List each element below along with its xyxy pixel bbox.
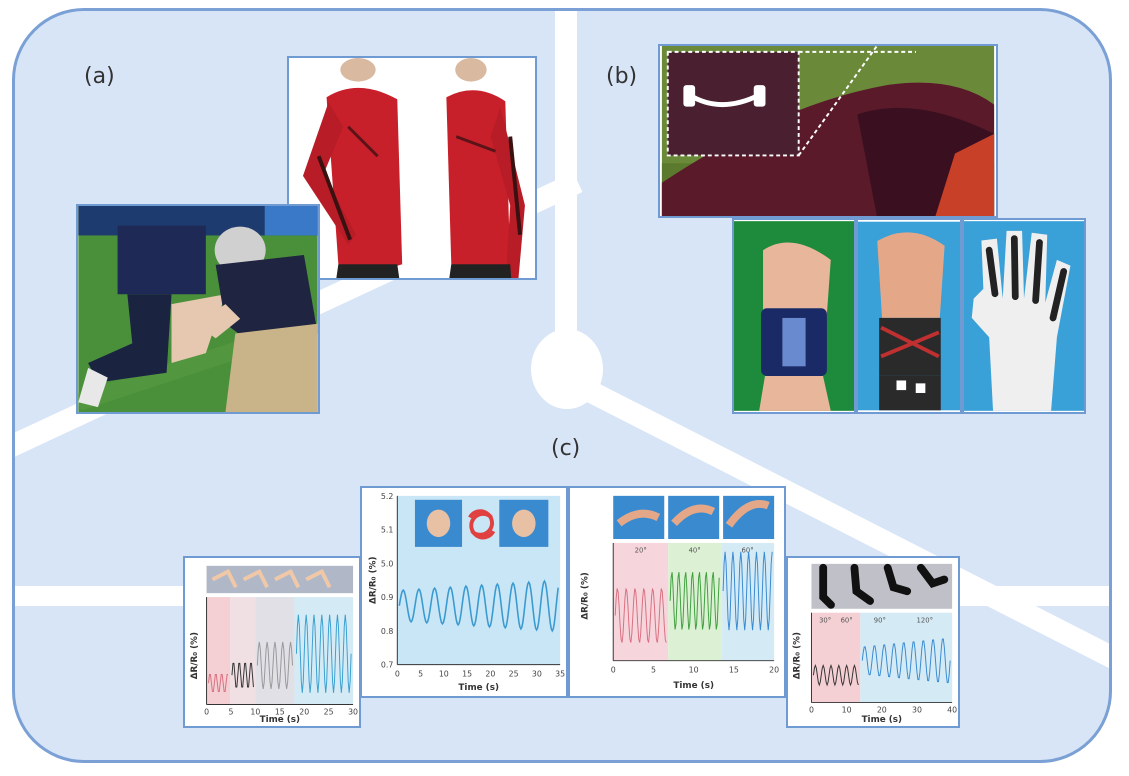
wrist-xtick: 15 xyxy=(729,665,739,674)
label-c: (c) xyxy=(551,436,581,461)
neck-xtick: 5 xyxy=(418,669,423,678)
finger-xtick: 10 xyxy=(842,705,852,714)
finger-angle-2: 60° xyxy=(841,616,853,624)
finger-angle-3: 90° xyxy=(874,616,886,624)
neck-xlabel: Time (s) xyxy=(458,683,499,693)
elbow-xtick: 15 xyxy=(275,707,285,716)
neck-ytick: 0.7 xyxy=(381,661,393,670)
elbow-xtick: 0 xyxy=(204,707,209,716)
wrist-angle-1: 20° xyxy=(635,547,647,555)
elbow-xtick: 30 xyxy=(348,707,358,716)
neck-ytick: 0.8 xyxy=(381,627,393,636)
plot-neck-rotation: 0.7 0.8 0.9 5.0 5.1 5.2 0 5 10 15 20 25 30 35 ΔR/R₀ … xyxy=(360,486,568,698)
neck-xtick: 30 xyxy=(532,669,542,678)
elbow-xtick: 5 xyxy=(228,707,233,716)
neck-ytick: 5.0 xyxy=(381,559,393,568)
photo-sensor-glove xyxy=(962,218,1086,414)
neck-xtick: 0 xyxy=(395,669,400,678)
finger-xtick: 30 xyxy=(912,705,922,714)
photo-knee-examination xyxy=(76,204,320,414)
elbow-xtick: 20 xyxy=(299,707,309,716)
wrist-xlabel: Time (s) xyxy=(673,681,714,691)
elbow-icons xyxy=(211,569,332,589)
neck-ylabel: ΔR/R₀ (%) xyxy=(369,557,379,604)
neck-ytick: 0.9 xyxy=(381,593,393,602)
plot-finger-bending: 30° 60° 90° 120° 0 10 20 30 40 ΔR/R₀ (%) Tim… xyxy=(786,556,960,728)
label-b: (b) xyxy=(606,64,638,89)
wrist-angle-3: 60° xyxy=(742,547,754,555)
plot-wrist-bending: 20° 40° 60° 0 5 10 15 20 ΔR/R₀ (%) Time (s) xyxy=(568,486,786,698)
wrist-xtick: 20 xyxy=(769,665,779,674)
plot-elbow-bending: ΔR/R₀ (%) Time (s) 0 5 10 15 20 25 30 xyxy=(183,556,361,728)
finger-xtick: 20 xyxy=(877,705,887,714)
label-a: (a) xyxy=(84,64,115,89)
wrist-xtick: 0 xyxy=(611,665,616,674)
finger-xtick: 0 xyxy=(809,705,814,714)
neck-ytick: 5.2 xyxy=(381,492,393,501)
neck-xtick: 15 xyxy=(462,669,472,678)
finger-xtick: 40 xyxy=(947,705,957,714)
wrist-xtick: 10 xyxy=(689,665,699,674)
finger-angle-1: 30° xyxy=(819,616,831,624)
wrist-angle-2: 40° xyxy=(689,547,701,555)
photo-sensor-leggings xyxy=(658,44,998,218)
elbow-xlabel: Time (s) xyxy=(260,715,300,725)
neck-ytick: 5.1 xyxy=(381,526,393,535)
photo-fist-wrap xyxy=(856,218,962,414)
photo-wrist-band xyxy=(732,218,856,414)
neck-xtick: 25 xyxy=(509,669,519,678)
finger-angle-4: 120° xyxy=(917,616,933,624)
elbow-xtick: 25 xyxy=(324,707,334,716)
elbow-xtick: 10 xyxy=(250,707,260,716)
neck-xtick: 10 xyxy=(439,669,449,678)
neck-xtick: 20 xyxy=(485,669,495,678)
finger-ylabel: ΔR/R₀ (%) xyxy=(793,632,803,679)
neck-xtick: 35 xyxy=(555,669,565,678)
photo-red-sensor-shirt xyxy=(287,56,537,280)
wrist-ylabel: ΔR/R₀ (%) xyxy=(581,572,591,620)
finger-xlabel: Time (s) xyxy=(862,715,902,725)
wrist-xtick: 5 xyxy=(651,665,656,674)
elbow-ylabel: ΔR/R₀ (%) xyxy=(190,632,200,679)
